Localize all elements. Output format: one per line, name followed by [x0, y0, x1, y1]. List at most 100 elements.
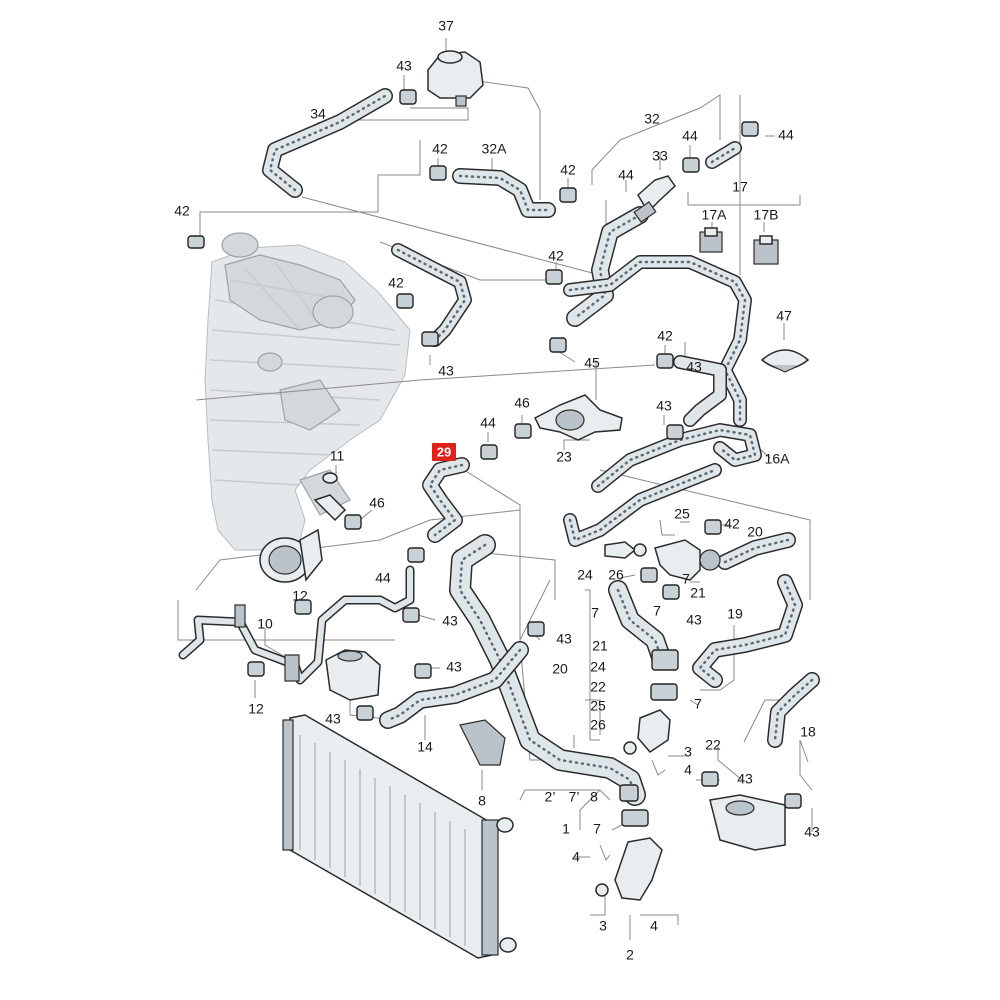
- expansion-tank-37: [427, 50, 484, 107]
- callout-c12b: 12: [248, 701, 264, 717]
- callout-c43g: 43: [556, 631, 572, 647]
- thermostat-flange-23: [533, 394, 623, 441]
- callout-c4c: 4: [650, 918, 658, 934]
- callout-c1: 1: [562, 821, 570, 837]
- hose-44-top: [705, 141, 742, 169]
- connector-26: [604, 541, 647, 559]
- callout-c24b: 24: [590, 659, 606, 675]
- hose-19: [692, 574, 803, 688]
- callout-c4a: 4: [684, 762, 692, 778]
- connector-33: [633, 175, 676, 223]
- highlight-callout-29: 29: [432, 443, 456, 461]
- callout-c7d: 7: [694, 696, 702, 712]
- part-labels: 37 43 34 32 44 44 42 32A 42 33 44 17 42 …: [174, 18, 820, 963]
- callout-c21b: 21: [592, 638, 608, 654]
- oil-cooler: [709, 794, 786, 851]
- callout-c25b: 25: [590, 698, 606, 714]
- hose-34: [262, 88, 393, 198]
- callout-c43c: 43: [686, 359, 702, 375]
- callout-c43j: 43: [737, 771, 753, 787]
- callout-c32: 32: [644, 111, 660, 127]
- hose-long-upper: [563, 255, 752, 427]
- clamps: [187, 89, 802, 827]
- highlight-label: 29: [437, 444, 451, 459]
- callout-c26: 26: [608, 567, 624, 583]
- callout-c43e: 43: [686, 612, 702, 628]
- callout-c7p: 7’: [569, 789, 580, 805]
- hose-T-connector: [673, 355, 727, 427]
- callout-c19: 19: [727, 606, 743, 622]
- hose-33-branch: [566, 206, 649, 327]
- connector-2: [595, 837, 663, 901]
- callout-c17: 17: [732, 179, 748, 195]
- callout-c8: 8: [478, 793, 486, 809]
- callout-c43f: 43: [442, 613, 458, 629]
- bracket-8: [459, 719, 506, 766]
- hose-lower-23: [563, 463, 722, 547]
- hose-18: [767, 672, 820, 748]
- hose-20: [717, 532, 796, 570]
- radiator: [282, 714, 517, 959]
- callout-c44b: 44: [778, 127, 794, 143]
- callout-c7c: 7: [653, 603, 661, 619]
- callout-c42d: 42: [548, 248, 564, 264]
- callout-c43d: 43: [656, 398, 672, 414]
- callout-c24a: 24: [577, 567, 593, 583]
- callout-c18: 18: [800, 724, 816, 740]
- reservoir: [325, 649, 381, 701]
- hose-upper-left: [391, 243, 472, 347]
- clip-17A: [699, 227, 723, 253]
- callout-c33: 33: [652, 148, 668, 164]
- callout-c43k: 43: [804, 824, 820, 840]
- callout-c2: 2: [626, 947, 634, 963]
- callout-c46a: 46: [514, 395, 530, 411]
- hose-29: [422, 457, 470, 543]
- callout-c17B: 17B: [754, 207, 779, 223]
- callout-c21a: 21: [690, 585, 706, 601]
- callout-c43h: 43: [446, 659, 462, 675]
- callout-c23: 23: [556, 449, 572, 465]
- callout-c43i: 43: [325, 711, 341, 727]
- callout-c42e: 42: [388, 275, 404, 291]
- pipe-connector-11: [313, 472, 347, 522]
- callout-c34: 34: [310, 106, 326, 122]
- clamp-47: [760, 349, 810, 373]
- callout-c42c: 42: [174, 203, 190, 219]
- callout-c25: 25: [674, 506, 690, 522]
- hose-large-lower: [449, 534, 646, 806]
- callout-c7a: 7: [682, 571, 690, 587]
- callout-c44a: 44: [682, 128, 698, 144]
- clip-17B: [753, 235, 779, 265]
- callout-c22b: 22: [705, 737, 721, 753]
- callout-c44c: 44: [618, 167, 634, 183]
- callout-c7e: 7: [593, 821, 601, 837]
- callout-c43a: 43: [396, 58, 412, 74]
- highlight-badge: [432, 443, 456, 461]
- connector-21: [654, 539, 721, 581]
- callout-c37: 37: [438, 18, 454, 34]
- callout-c22a: 22: [590, 679, 606, 695]
- callout-c47: 47: [776, 308, 792, 324]
- callout-c10: 10: [257, 616, 273, 632]
- callout-c32A: 32A: [482, 141, 508, 157]
- callout-c16A: 16A: [765, 451, 791, 467]
- callout-c44d: 44: [480, 415, 496, 431]
- hose-16A: [591, 423, 762, 493]
- callout-c7b: 7: [591, 605, 599, 621]
- flange-outlet: [259, 528, 323, 583]
- callout-c42g: 42: [724, 516, 740, 532]
- callout-c3a: 3: [684, 744, 692, 760]
- connector-25-clips: [599, 519, 675, 861]
- callout-c14: 14: [417, 739, 433, 755]
- callout-c43b: 43: [438, 363, 454, 379]
- callout-c4b: 4: [572, 849, 580, 865]
- hose-32A: [452, 168, 556, 218]
- callout-c42a: 42: [432, 141, 448, 157]
- callout-c42f: 42: [657, 328, 673, 344]
- callout-c44e: 44: [375, 570, 391, 586]
- callout-c26b: 26: [590, 717, 606, 733]
- callout-c42b: 42: [560, 162, 576, 178]
- callout-c20b: 20: [552, 661, 568, 677]
- callout-c3b: 3: [599, 918, 607, 934]
